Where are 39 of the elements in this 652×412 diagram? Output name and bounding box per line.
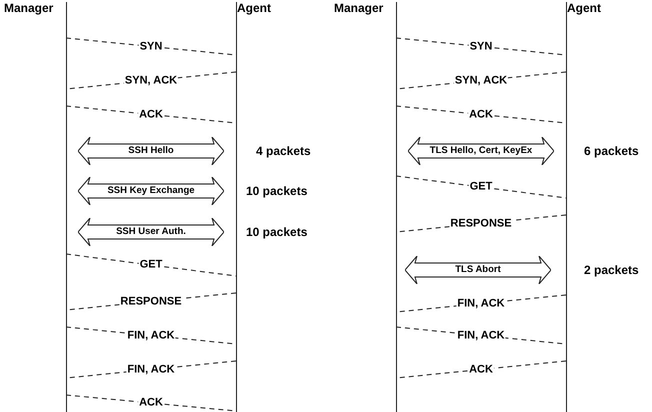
packet-count: 10 packets	[246, 185, 308, 197]
double-arrow-box	[408, 137, 554, 165]
edge-label: GET	[468, 182, 494, 192]
double-arrow-box	[405, 256, 551, 284]
packet-count: 6 packets	[584, 145, 639, 157]
participant-label: Manager	[334, 2, 384, 14]
phase-label: SSH User Auth.	[116, 227, 186, 237]
participant-label: Manager	[4, 2, 54, 14]
double-arrow-box	[78, 137, 224, 165]
edge-label: ACK	[138, 109, 164, 120]
edge-label: ACK	[138, 398, 164, 408]
edge-label: SYN, ACK	[124, 75, 178, 86]
edge-label: SYN	[138, 41, 164, 52]
packet-count: 10 packets	[246, 226, 308, 238]
edge-label: SYN	[468, 41, 494, 52]
edge-label: FIN, ACK	[456, 298, 506, 309]
edge-label: ACK	[468, 109, 494, 120]
edge-label: RESPONSE	[449, 218, 513, 229]
phase-label: TLS Abort	[455, 265, 501, 275]
message-line	[396, 176, 566, 198]
phase-label: TLS Hello, Cert, KeyEx	[430, 146, 532, 156]
edge-label: FIN, ACK	[126, 330, 176, 341]
edge-label: ACK	[468, 364, 494, 375]
lifeline	[4, 2, 67, 412]
phase-label: SSH Hello	[128, 146, 174, 156]
edge-label: SYN, ACK	[454, 75, 508, 86]
edge-label: GET	[138, 260, 164, 270]
phase-label: SSH Key Exchange	[107, 186, 195, 196]
packet-count: 2 packets	[584, 264, 639, 276]
edge-label: RESPONSE	[119, 296, 183, 307]
double-arrow-box	[78, 177, 224, 205]
lifeline	[334, 2, 397, 412]
participant-label: Agent	[567, 2, 601, 14]
double-arrow-box	[78, 218, 224, 246]
packet-count: 4 packets	[256, 145, 311, 157]
participant-label: Agent	[237, 2, 271, 14]
edge-label: FIN, ACK	[456, 330, 506, 341]
message-line	[66, 254, 236, 276]
edge-label: FIN, ACK	[126, 364, 176, 375]
